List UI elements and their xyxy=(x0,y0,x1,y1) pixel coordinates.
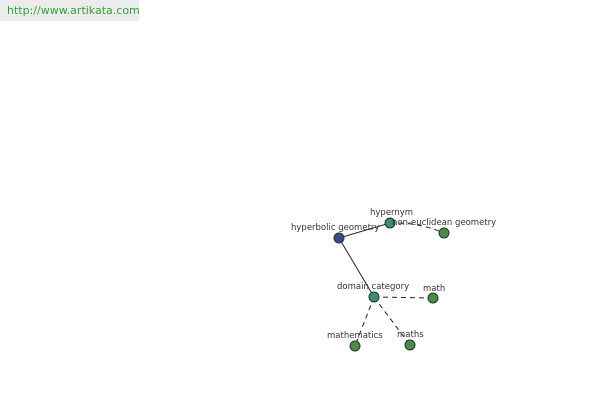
node-math[interactable] xyxy=(427,292,439,304)
label-math: math xyxy=(423,284,445,294)
node-domain-category[interactable] xyxy=(368,291,380,303)
node-hypernym[interactable] xyxy=(384,217,396,229)
site-url-banner[interactable]: http://www.artikata.com xyxy=(0,0,140,21)
edge-domain-to-math xyxy=(373,296,434,299)
label-mathematics: mathematics xyxy=(327,331,383,341)
edge-hyperbolic-to-domain-category xyxy=(338,237,375,298)
node-non-euclidean-geometry[interactable] xyxy=(438,227,450,239)
edge-domain-to-maths xyxy=(373,296,411,346)
node-hyperbolic-geometry[interactable] xyxy=(333,232,345,244)
node-mathematics[interactable] xyxy=(349,340,361,352)
label-domain-category: domain category xyxy=(337,282,409,292)
edge-hyperbolic-to-hypernym xyxy=(338,222,391,239)
label-hypernym: hypernym xyxy=(370,208,413,218)
label-hyperbolic-geometry: hyperbolic geometry xyxy=(291,223,379,233)
label-maths: maths xyxy=(397,330,424,340)
node-maths[interactable] xyxy=(404,339,416,351)
label-non-euclidean-geometry: non-euclidean geometry xyxy=(392,218,496,228)
